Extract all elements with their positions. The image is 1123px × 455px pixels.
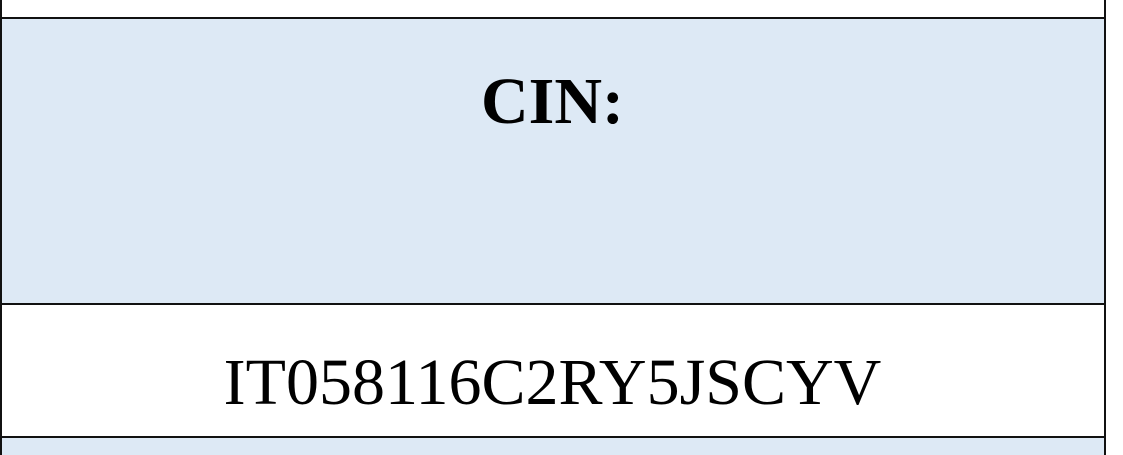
- table-row-top-partial: [0, 0, 1105, 18]
- table-border-right: [1104, 0, 1106, 455]
- table-border-line: [0, 303, 1106, 305]
- table-header-cell: [0, 18, 1105, 304]
- table-row-bottom-partial: [0, 437, 1105, 455]
- table-border-line: [0, 17, 1106, 19]
- table-border-left: [0, 0, 2, 455]
- cin-value: IT058116C2RY5JSCYV: [223, 346, 882, 419]
- cin-label: CIN:: [481, 65, 624, 138]
- table-value-cell: [0, 304, 1105, 437]
- table-border-line: [0, 436, 1106, 438]
